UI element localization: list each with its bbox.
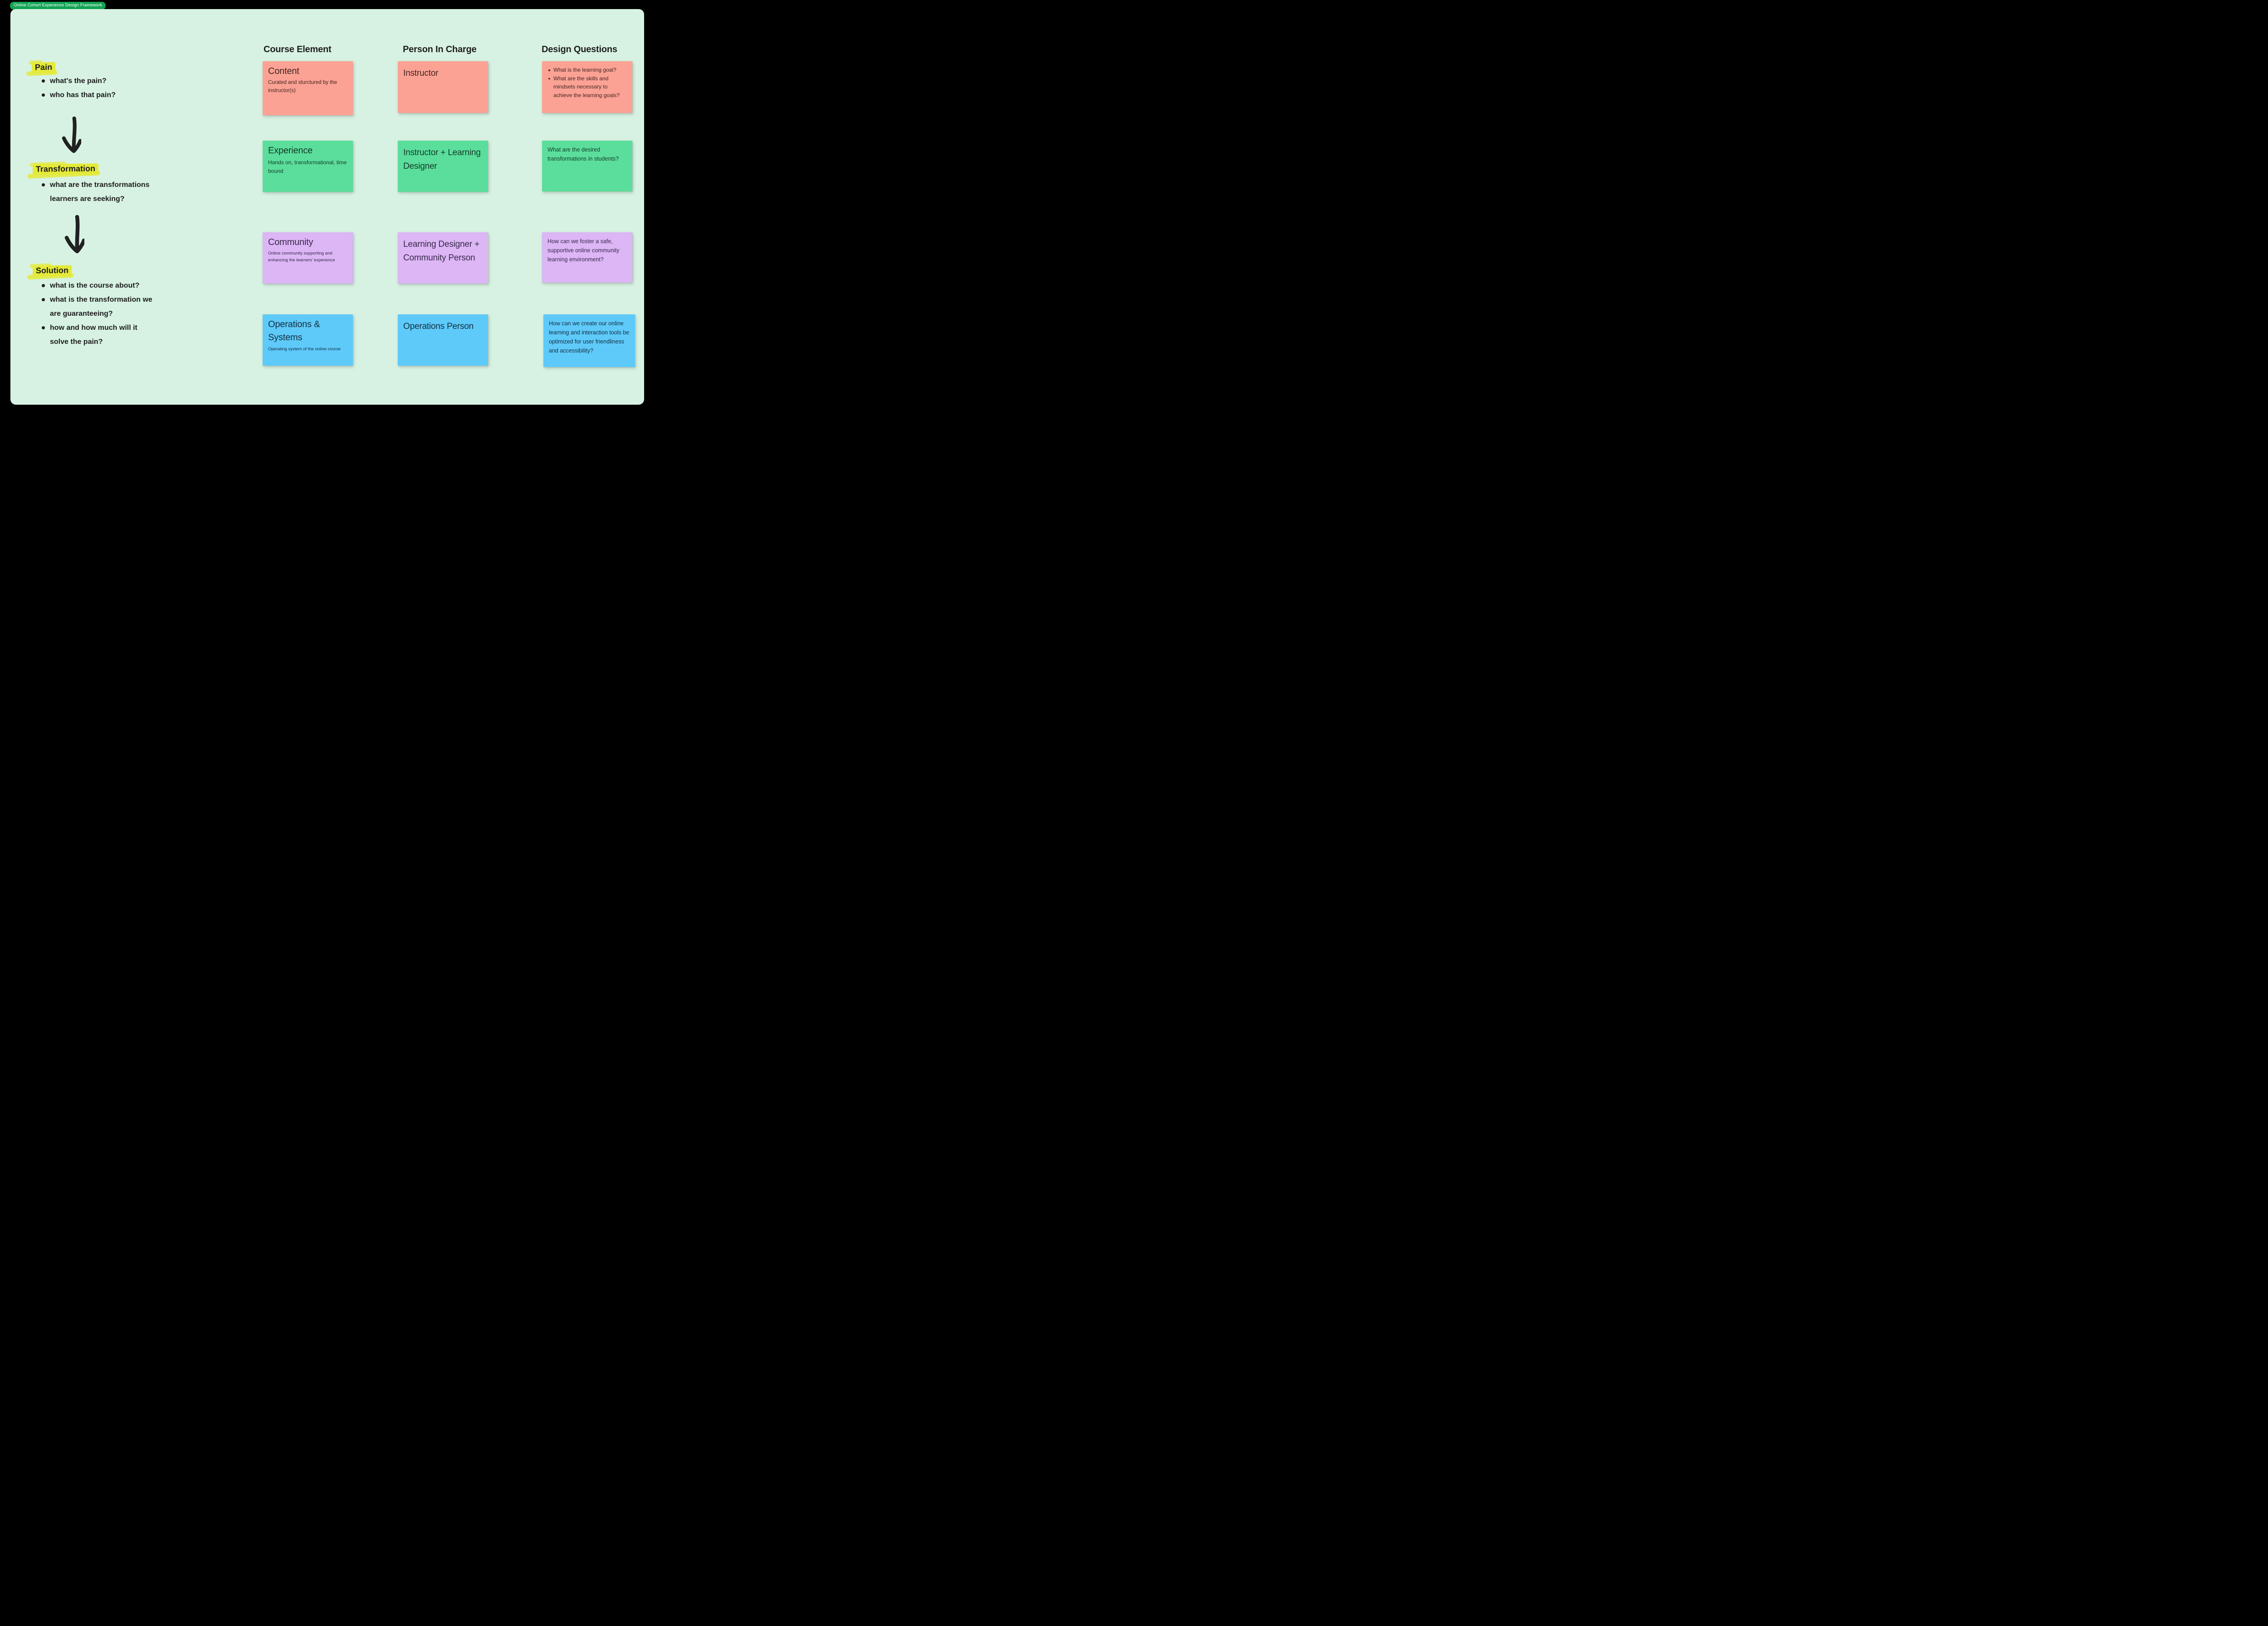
list-item: how and how much will it solve the pain? <box>38 321 152 349</box>
highlight-pain: Pain <box>31 62 56 73</box>
sticky-note-learning-designer-community-person[interactable]: Learning Designer + Community Person <box>398 232 488 284</box>
list-item: what's the pain? <box>38 74 165 88</box>
sticky-note-instructor[interactable]: Instructor <box>398 61 488 113</box>
list-item: what is the course about? <box>38 279 152 293</box>
sticky-text: Operations Person <box>403 322 474 331</box>
sticky-note-content[interactable]: Content Curated and sturctured by the in… <box>263 61 353 115</box>
sticky-text: What are the desired transformations in … <box>547 147 619 162</box>
sticky-bullet-list: What is the learning goal? What are the … <box>547 65 627 99</box>
sticky-note-community[interactable]: Community Online community supporting an… <box>263 232 353 284</box>
sticky-text: How can we create our online learning an… <box>549 320 630 354</box>
sticky-text: Learning Designer + Community Person <box>403 240 479 263</box>
section-title-pain[interactable]: Pain <box>31 62 56 73</box>
sticky-note-instructor-learning-designer[interactable]: Instructor + Learning Designer <box>398 141 488 192</box>
sticky-title: Operations & Systems <box>268 319 320 343</box>
list-item: who has that pain? <box>38 88 165 102</box>
sticky-note-design-questions-3[interactable]: How can we foster a safe, supportive onl… <box>542 232 632 283</box>
hand-drawn-arrow-down-2[interactable] <box>64 215 84 253</box>
sticky-note-design-questions-4[interactable]: How can we create our online learning an… <box>543 314 635 367</box>
sticky-body: Online community supporting and enhancin… <box>268 251 335 263</box>
sticky-text: How can we foster a safe, supportive onl… <box>547 238 620 263</box>
highlight-solution: Solution <box>32 265 72 277</box>
solution-bullet-list[interactable]: what is the course about? what is the tr… <box>38 279 152 349</box>
sticky-title: Community <box>268 237 313 247</box>
column-header-design-questions: Design Questions <box>542 44 617 54</box>
sticky-note-design-questions-2[interactable]: What are the desired transformations in … <box>542 141 632 191</box>
section-title-solution[interactable]: Solution <box>32 265 72 277</box>
sticky-body: Curated and sturctured by the instructor… <box>268 80 337 93</box>
sticky-title: Content <box>268 66 299 76</box>
transformation-bullet-list[interactable]: what are the transformations learners ar… <box>38 178 170 206</box>
hand-drawn-arrow-down-1[interactable] <box>60 117 81 153</box>
sticky-body: Operating system of the online course <box>268 346 341 352</box>
sticky-text: Instructor <box>403 69 439 78</box>
section-title-transformation[interactable]: Transformation <box>32 163 99 175</box>
figjam-board: Online Cohort Experience Design Framewor… <box>0 0 650 406</box>
sticky-note-experience[interactable]: Experience Hands on, transformational, t… <box>263 141 353 192</box>
column-header-person-in-charge: Person In Charge <box>403 44 477 54</box>
sticky-body: Hands on, transformational, time bound <box>268 159 347 174</box>
sticky-note-operations-systems[interactable]: Operations & Systems Operating system of… <box>263 314 353 366</box>
pain-bullet-list[interactable]: what's the pain? who has that pain? <box>38 74 165 102</box>
list-item: what are the transformations learners ar… <box>38 178 170 206</box>
list-item: what is the transformation we are guaran… <box>38 293 152 321</box>
board-title-tag[interactable]: Online Cohort Experience Design Framewor… <box>10 2 106 10</box>
highlight-transformation: Transformation <box>32 163 99 175</box>
sticky-title: Experience <box>268 146 313 156</box>
whiteboard-canvas[interactable]: Course Element Person In Charge Design Q… <box>10 9 644 405</box>
sticky-note-operations-person[interactable]: Operations Person <box>398 314 488 366</box>
sticky-text: Instructor + Learning Designer <box>403 148 481 171</box>
sticky-note-design-questions-1[interactable]: What is the learning goal? What are the … <box>542 61 632 113</box>
list-item: What is the learning goal? <box>547 66 627 74</box>
list-item: What are the skills and mindsets necessa… <box>547 74 627 100</box>
column-header-course-element: Course Element <box>264 44 332 54</box>
